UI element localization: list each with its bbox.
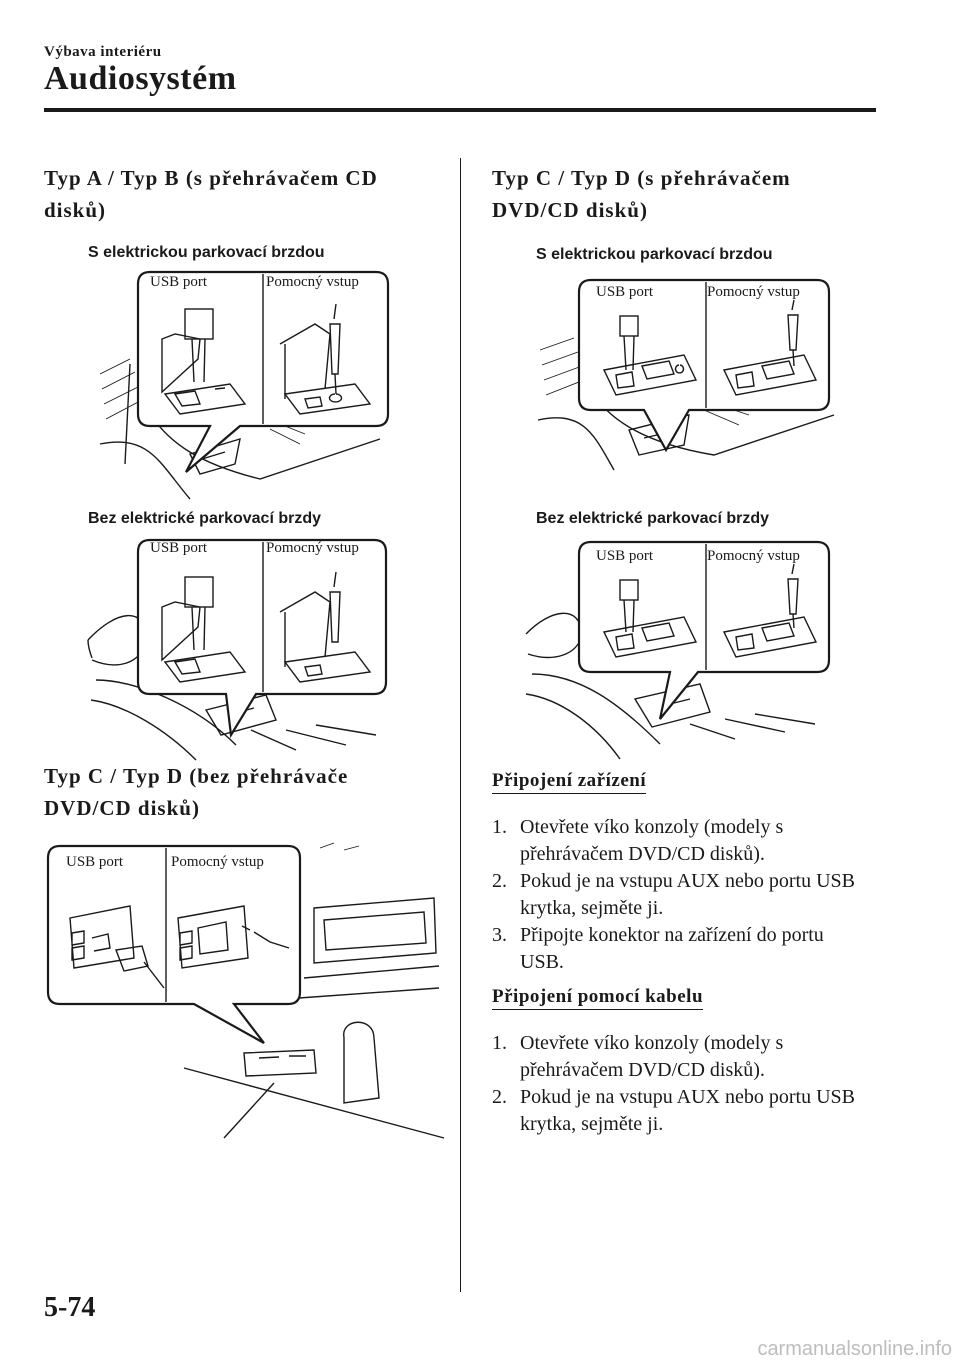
left-fig1-caption: S elektrickou parkovací brzdou [88, 244, 325, 261]
title-rule [44, 108, 876, 112]
heading-type-cd-dvd: Typ C / Typ D (s přehrávačem DVD/CD disk… [492, 166, 791, 222]
right-fig2-caption: Bez elektrické parkovací brzdy [536, 510, 770, 527]
connect-device-heading: Připojení zařízení [492, 770, 647, 794]
list-item: 1.Otevřete víko konzoly (modely s přehrá… [492, 1032, 784, 1081]
right-fig2-illustration [525, 540, 831, 760]
list-item: 2.Pokud je na vstupu AUX nebo portu USB … [492, 1086, 855, 1135]
right-fig2-usb-label: USB port [596, 548, 654, 564]
left-fig1-aux-label: Pomocný vstup [266, 274, 359, 290]
watermark: carmanualsonline.info [757, 1338, 952, 1360]
column-divider [460, 158, 461, 1292]
left-fig2-caption: Bez elektrické parkovací brzdy [88, 510, 322, 527]
connect-device-steps: 1.Otevřete víko konzoly (modely s přehrá… [492, 814, 872, 976]
right-fig1-aux-label: Pomocný vstup [707, 284, 800, 300]
left-fig3-usb-label: USB port [66, 854, 124, 870]
section-label: Výbava interiéru [44, 44, 162, 60]
left-fig1-illustration [99, 270, 390, 500]
chapter-title: Audiosystém [44, 60, 237, 97]
left-fig1-usb-label: USB port [150, 274, 208, 290]
left-fig3-illustration [46, 842, 445, 1139]
right-fig1-illustration [537, 278, 835, 471]
page-number: 5-74 [44, 1292, 96, 1323]
list-item: 1.Otevřete víko konzoly (modely s přehrá… [492, 816, 784, 865]
left-fig3-aux-label: Pomocný vstup [171, 854, 264, 870]
right-fig1-caption: S elektrickou parkovací brzdou [536, 246, 773, 263]
connect-cable-steps: 1.Otevřete víko konzoly (modely s přehrá… [492, 1030, 872, 1138]
left-fig2-illustration [87, 538, 388, 761]
heading-type-cd-no-dvd: Typ C / Typ D (bez přehrávače DVD/CD dis… [44, 764, 349, 820]
heading-type-ab: Typ A / Typ B (s přehrávačem CD disků) [44, 166, 378, 222]
right-fig2-aux-label: Pomocný vstup [707, 548, 800, 564]
right-fig1-usb-label: USB port [596, 284, 654, 300]
list-item: 3.Připojte konektor na zařízení do portu… [492, 924, 824, 973]
list-item: 2.Pokud je na vstupu AUX nebo portu USB … [492, 870, 855, 919]
left-fig2-aux-label: Pomocný vstup [266, 540, 359, 556]
connect-cable-heading: Připojení pomocí kabelu [492, 986, 704, 1010]
left-fig2-usb-label: USB port [150, 540, 208, 556]
